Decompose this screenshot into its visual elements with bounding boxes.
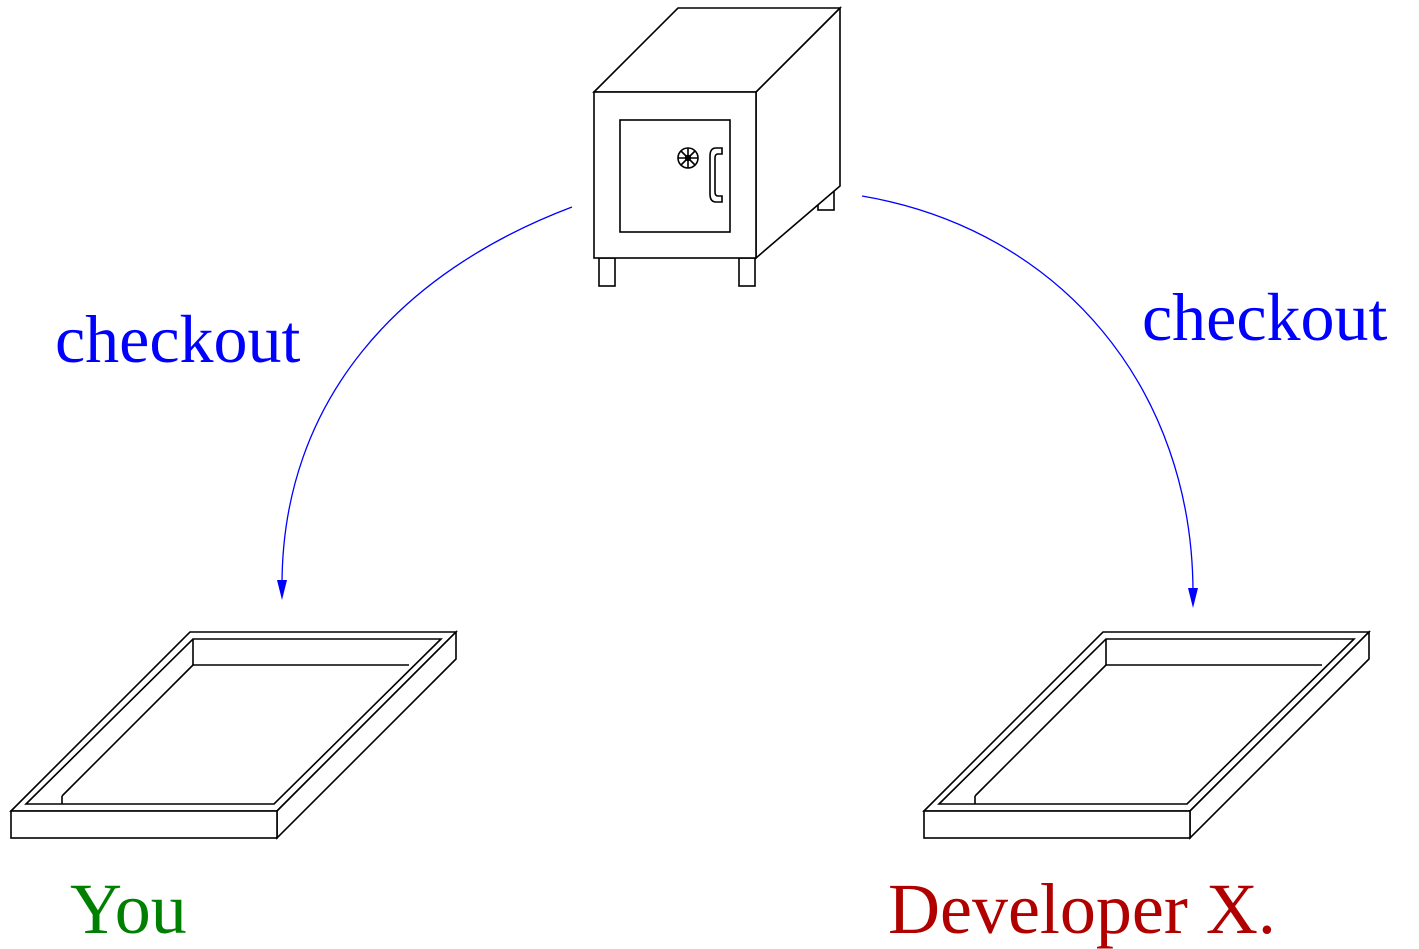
- safe-icon: [592, 6, 842, 287]
- handle-icon: [709, 147, 723, 203]
- you-label: You: [70, 869, 187, 949]
- checkout-label-right: checkout: [1142, 279, 1388, 355]
- tray-icon: [922, 630, 1371, 840]
- dial-icon: [677, 147, 699, 169]
- tray-icon: [9, 630, 458, 840]
- checkout-arrow-left: [277, 206, 573, 600]
- checkout-label-left: checkout: [55, 301, 301, 377]
- checkout-arrow-right: [861, 195, 1198, 608]
- developer-label: Developer X.: [888, 869, 1276, 949]
